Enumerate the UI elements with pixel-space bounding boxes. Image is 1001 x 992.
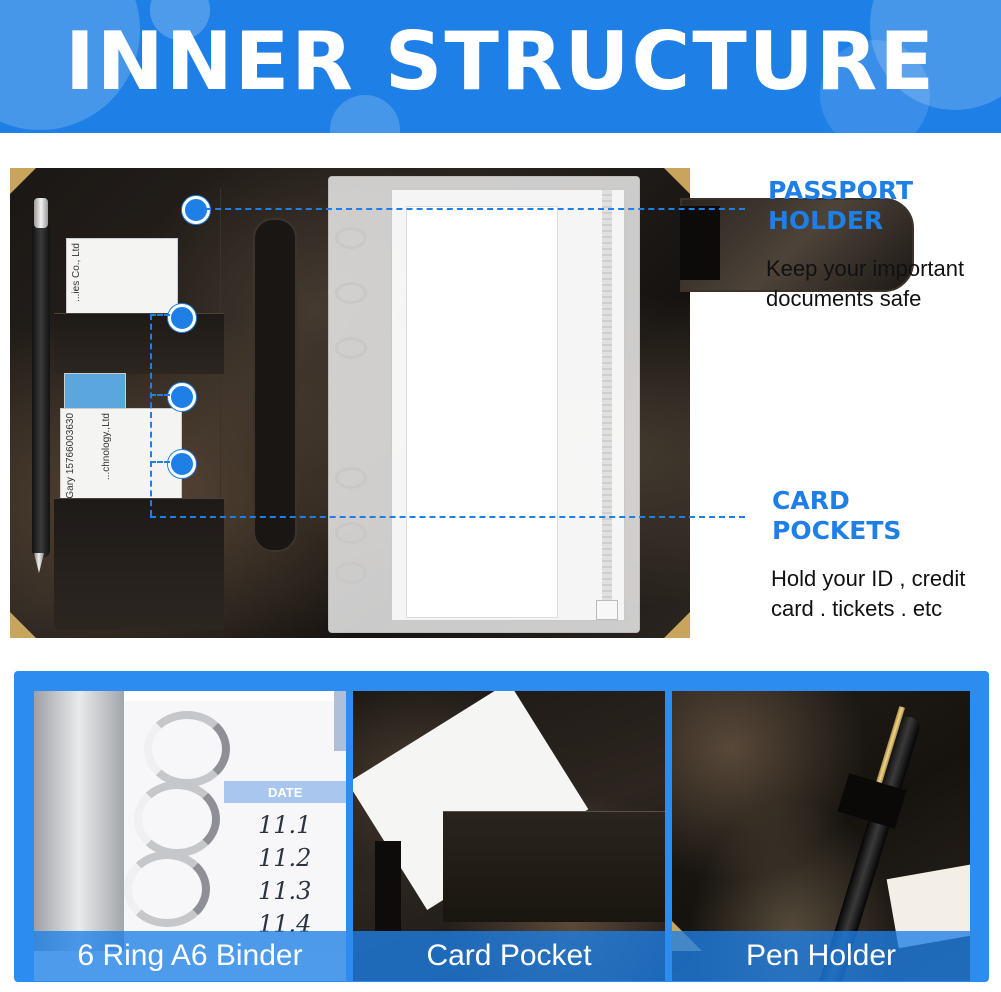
handwriting: 11.1 11.2 11.3 11.4 [258,811,312,938]
card-panel: ...ies Co., Ltd Gary 15766003630 ...chno… [30,188,224,629]
ring-mechanism [34,691,124,951]
card-pocket [443,811,665,922]
business-card: Gary 15766003630 ...chnology.,Ltd [60,408,182,500]
ring-icon [134,781,220,857]
zipper [602,190,612,620]
callout-marker [182,196,210,224]
passport-holder-description: Keep your important documents safe [766,256,965,311]
pen [32,198,50,558]
ring-icon [124,851,210,927]
callout-line [150,314,170,316]
card-pockets-heading: CARD POCKETS [772,486,902,545]
ring-icon [335,337,367,359]
card-pocket [54,313,224,374]
callout-line [205,208,745,210]
feature-card-pocket: Card Pocket [353,691,665,981]
zipper-envelope [391,189,625,621]
card-pockets-description: Hold your ID , credit card . tickets . e… [771,566,966,621]
callout-line [150,461,170,463]
zipper-pull [596,600,618,620]
snap-clasp [680,198,920,292]
elastic-loop [375,841,401,931]
elastic-loop [253,218,297,552]
callout-marker [168,304,196,332]
ring-icon [335,467,367,489]
ring-icon [335,282,367,304]
page-tab [334,691,346,751]
callout-marker [168,450,196,478]
pen-strap-panel [225,188,325,628]
feature-label: Card Pocket [353,931,665,981]
ring-icon [335,522,367,544]
ring-icon [335,562,367,584]
passport-holder-heading: PASSPORT HOLDER [768,176,914,235]
callout-line [150,314,152,516]
callout-marker [168,383,196,411]
date-header-bar [224,781,346,803]
ring-icon [335,227,367,249]
elastic-band [680,206,720,280]
page-title: INNER STRUCTURE [64,15,936,108]
binder-rings [329,207,367,584]
decor-bubble [820,40,930,133]
feature-label: 6 Ring A6 Binder [34,931,346,981]
binder-insert [328,176,640,633]
callout-line [150,394,170,396]
envelope-insert [406,206,558,618]
feature-label: Pen Holder [672,931,970,981]
ring-icon [144,711,230,787]
header-banner: INNER STRUCTURE [0,0,1001,133]
business-card: ...ies Co., Ltd [66,238,178,320]
planner-illustration: ...ies Co., Ltd Gary 15766003630 ...chno… [10,168,690,638]
pen-tip [34,553,44,573]
card-pocket [54,498,224,629]
date-header: DATE [268,785,303,800]
callout-line [150,516,745,518]
feature-binder: DATE 11.1 11.2 11.3 11.4 6 Ring A6 Binde… [34,691,346,981]
feature-pen-holder: Pen Holder [672,691,970,981]
